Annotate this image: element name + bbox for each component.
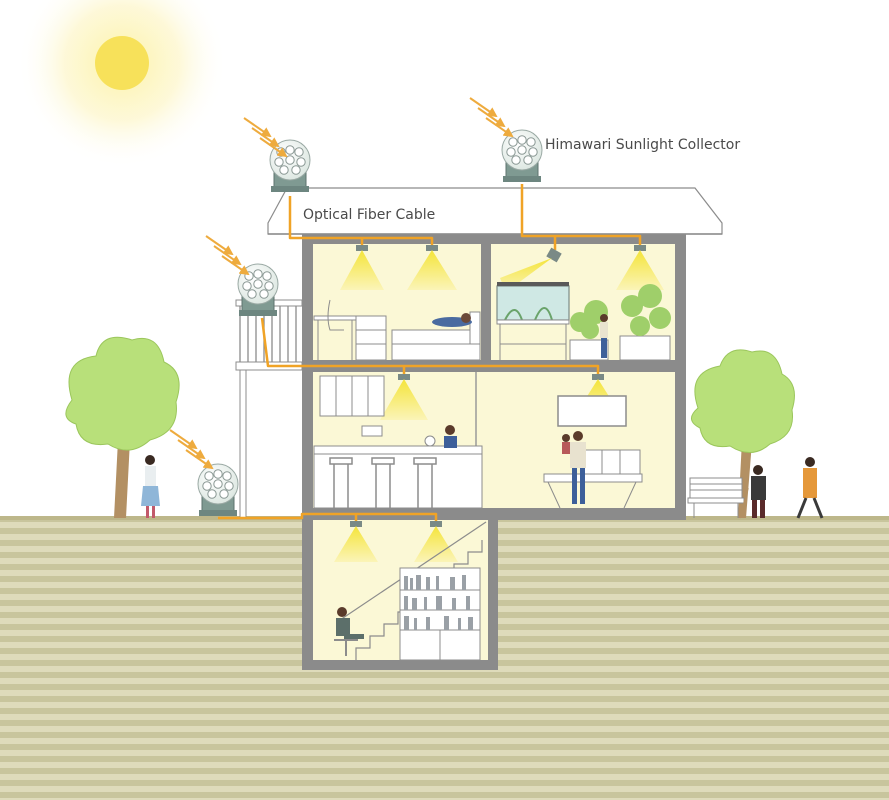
roof [267,187,723,235]
cable-label: Optical Fiber Cable [303,207,436,223]
person-icon [444,425,457,448]
sunlight-collector-icon [237,263,279,316]
plant-pots [569,284,671,361]
bed-icon [391,311,481,361]
person-icon [562,431,586,504]
person-icon [432,313,472,327]
bench-icon [687,477,745,518]
light-fixture-icon [334,521,378,562]
light-fixture-icon [380,374,428,420]
light-fixture-icon [616,245,664,290]
light-fixture-icon [340,245,384,290]
aquarium-icon [496,282,570,360]
wall-window [557,395,627,427]
sunlight-collector-icon [197,463,239,516]
balcony [235,299,303,519]
sun-ray-arrows [169,429,214,470]
bookshelf-icon [399,567,481,661]
collector-label: Himawari Sunlight Collector [545,137,741,153]
sunlight-collector-icon [269,139,311,192]
light-fixture-icon [414,521,458,562]
bedroom-furniture [313,299,481,361]
sunlight-collector-icon [501,129,543,182]
tree-icon [65,336,180,518]
person-icon [334,607,364,656]
sun-ray-arrows [469,97,514,138]
optical-fiber-cable [218,184,642,522]
person-icon [600,314,608,358]
sun-icon [17,0,227,168]
person-icon [141,455,160,518]
sun-ray-arrows [243,117,288,158]
light-fixture-icon [407,245,457,290]
person-icon [796,457,824,519]
sun-ray-arrows [205,235,250,276]
bar-stool-icon [329,457,437,508]
sofa-icon [543,449,643,509]
person-icon [739,465,766,519]
